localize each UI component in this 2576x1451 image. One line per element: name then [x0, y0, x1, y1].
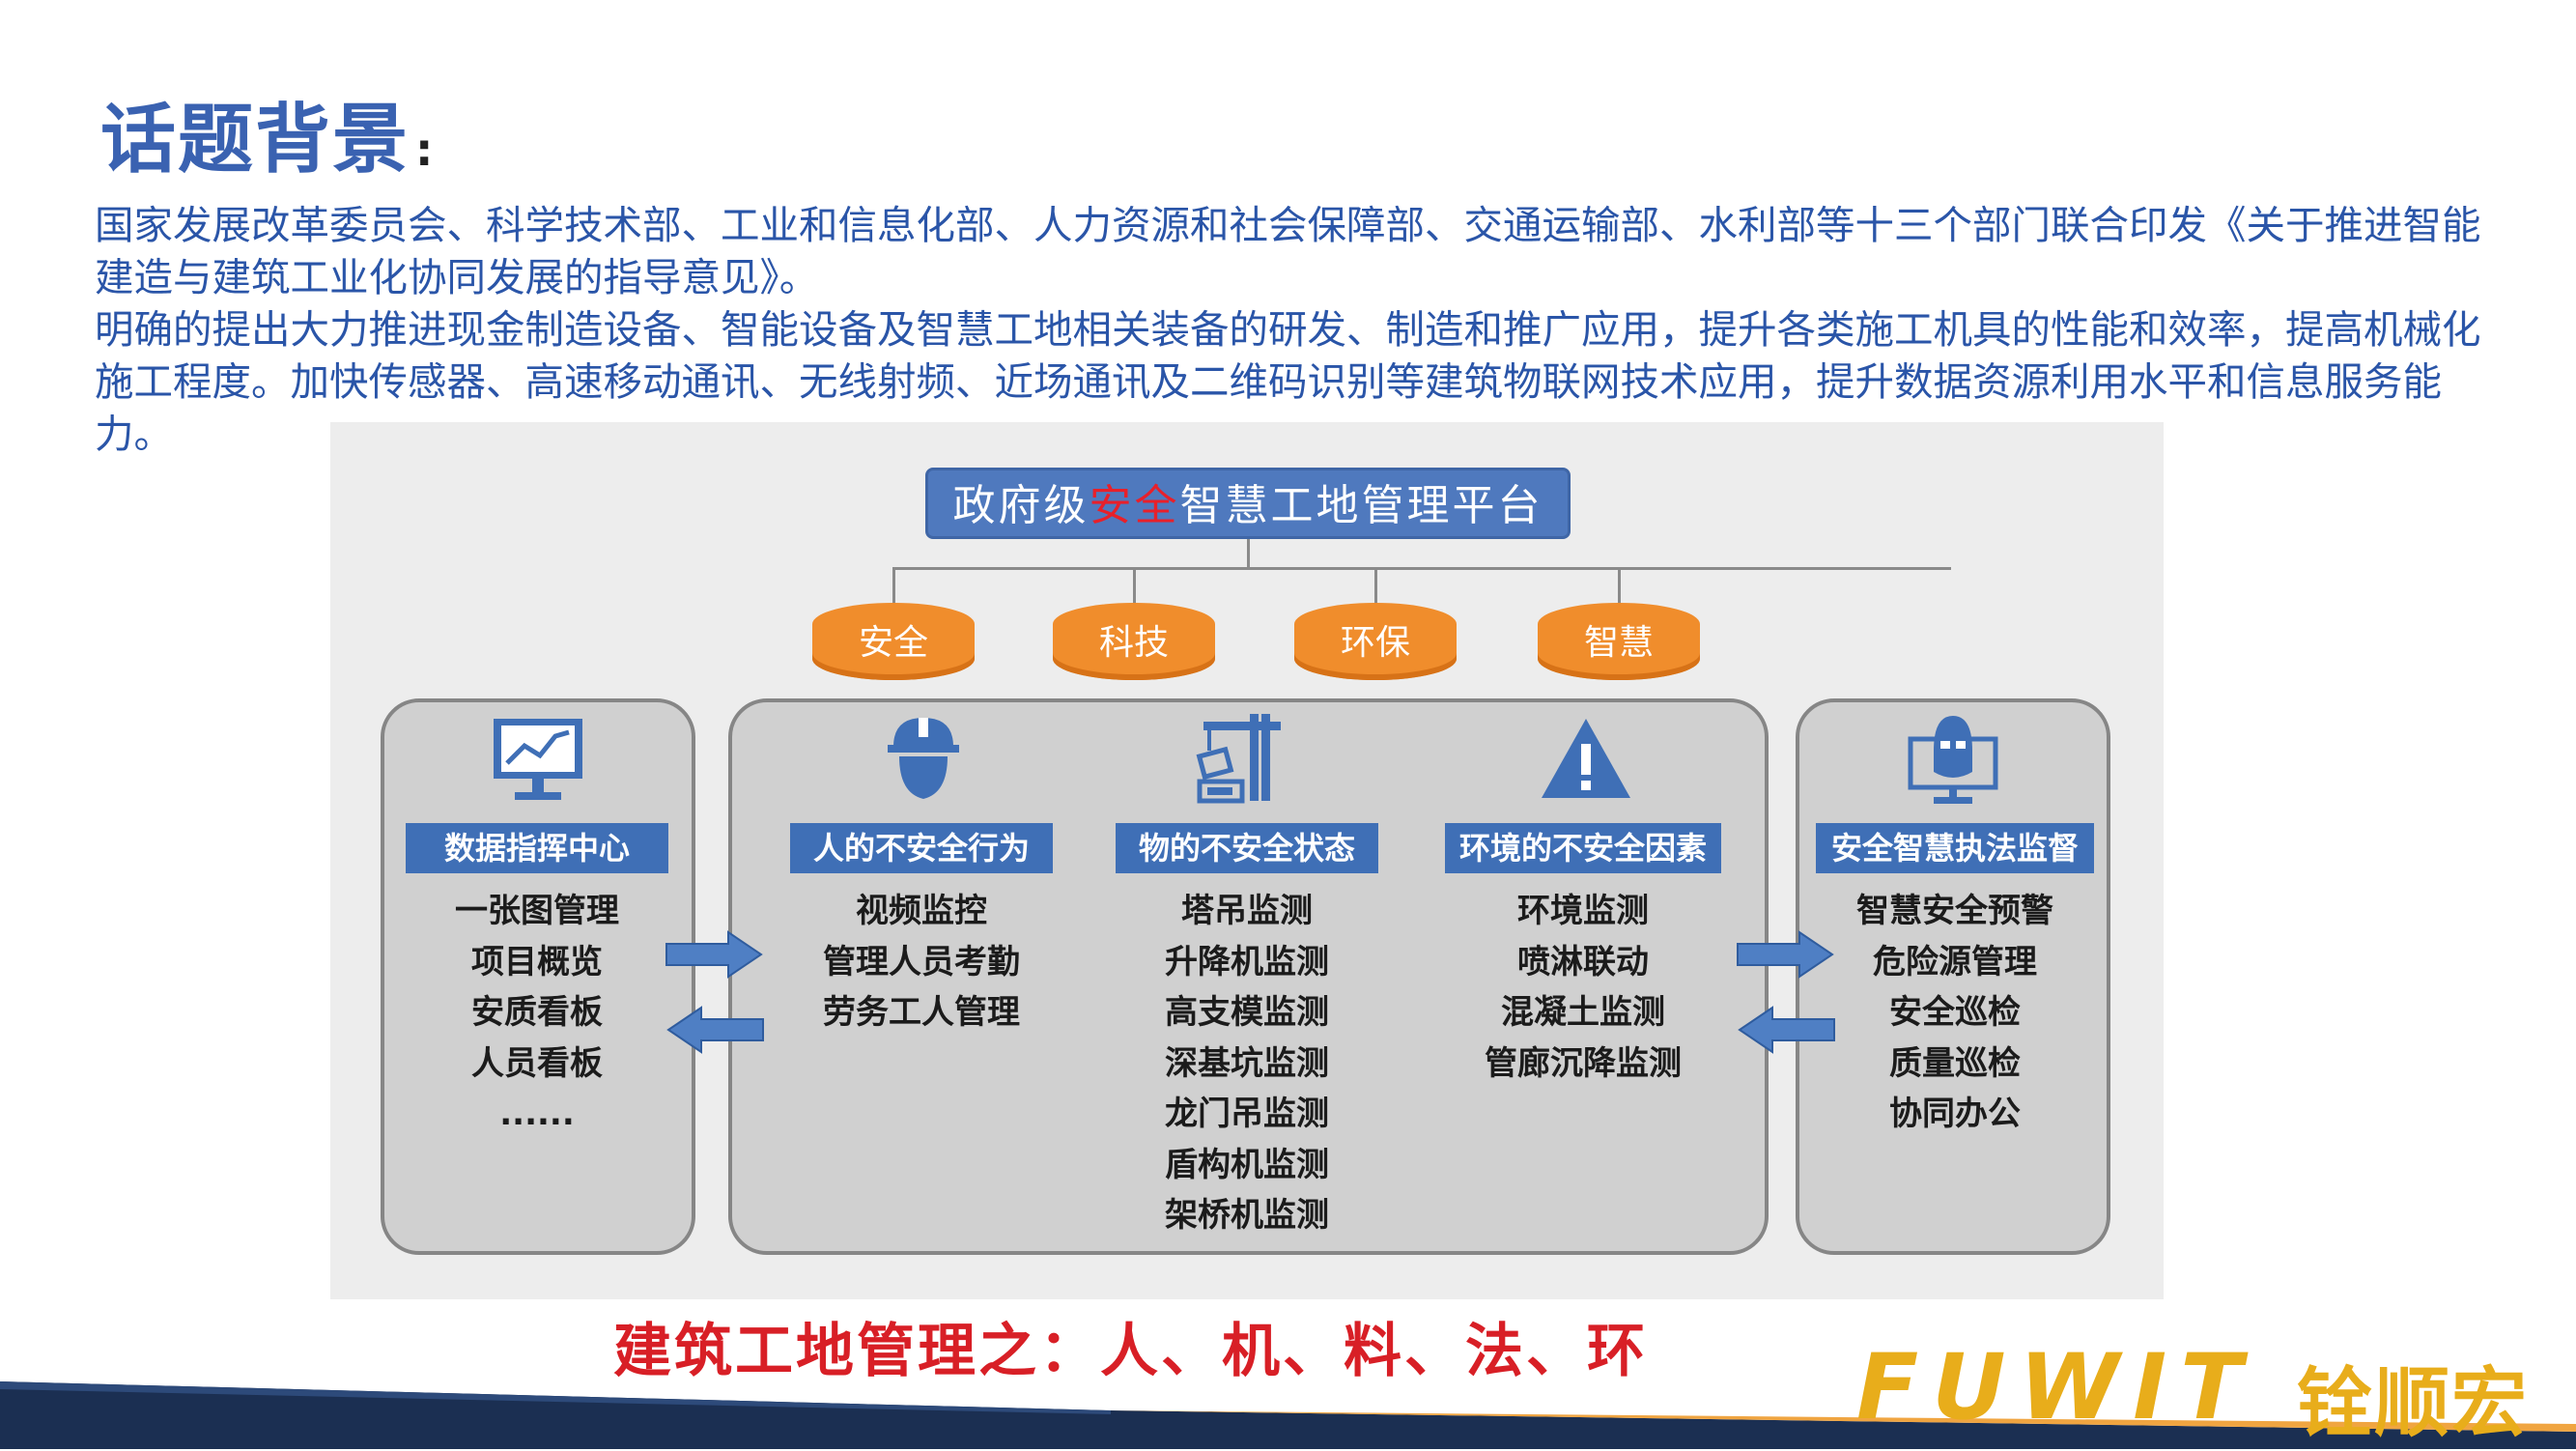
arrow-left-icon: [666, 1006, 764, 1054]
pillar-intelligence: 智慧: [1538, 603, 1700, 680]
arrow-right-icon: [1737, 930, 1834, 979]
list-item: 高支模监测: [1165, 993, 1329, 1032]
list-item: 劳务工人管理: [823, 993, 1020, 1032]
list-item: 龙门吊监测: [1165, 1095, 1329, 1133]
slogan-text: 建筑工地管理之：人、机、料、法、环: [613, 1318, 1648, 1385]
diagram-panel: 政府级安全智慧工地管理平台 安全 科技 环保 智慧: [330, 422, 2164, 1299]
intro-text: 国家发展改革委员会、科学技术部、工业和信息化部、人力资源和社会保障部、交通运输部…: [95, 199, 2509, 460]
tag-data-command-center: 数据指挥中心: [406, 823, 668, 873]
list-environment-unsafe-factors: 环境监测 喷淋联动 混凝土监测 管廊沉降监测: [1445, 886, 1721, 1089]
list-item: 升降机监测: [1165, 942, 1329, 982]
list-item: 视频监控: [856, 892, 987, 930]
pillar-environment: 环保: [1294, 603, 1457, 680]
list-item: 安质看板: [471, 993, 603, 1032]
connector-stem: [1247, 539, 1250, 568]
list-data-command-center: 一张图管理 项目概览 安质看板 人员看板 ......: [406, 886, 668, 1140]
list-item: 管理人员考勤: [823, 942, 1020, 982]
footer-band: [0, 1381, 2576, 1449]
pillar-safety: 安全: [812, 603, 975, 680]
connector-bar: [892, 567, 1951, 570]
arrow-left-icon: [1738, 1006, 1835, 1054]
list-item: 智慧安全预警: [1856, 892, 2053, 930]
tag-human-unsafe-behavior: 人的不安全行为: [790, 823, 1053, 873]
platform-title-suffix: 智慧工地管理平台: [1179, 481, 1543, 530]
list-item: 塔吊监测: [1181, 892, 1313, 930]
list-item: 管廊沉降监测: [1485, 1043, 1682, 1083]
list-item: 一张图管理: [455, 892, 619, 930]
list-item: ......: [499, 1095, 575, 1133]
list-item: 架桥机监测: [1165, 1196, 1329, 1235]
logo-fuwit-text: FUWIT: [1856, 1335, 2256, 1440]
arrow-right-icon: [665, 930, 763, 979]
list-item: 质量巡检: [1889, 1043, 2021, 1083]
list-item: 协同办公: [1889, 1095, 2021, 1133]
list-item: 环境监测: [1517, 892, 1649, 930]
pillar-technology: 科技: [1053, 603, 1215, 680]
connector-drop-3: [1374, 567, 1377, 606]
connector-drop-2: [1133, 567, 1136, 606]
connector-drop-1: [892, 567, 895, 606]
list-item: 危险源管理: [1873, 942, 2037, 982]
platform-title-highlight: 安全: [1089, 481, 1180, 530]
list-item: 混凝土监测: [1501, 993, 1665, 1032]
list-human-unsafe-behavior: 视频监控 管理人员考勤 劳务工人管理: [790, 886, 1053, 1038]
platform-title-box: 政府级安全智慧工地管理平台: [925, 468, 1571, 539]
list-item: 人员看板: [471, 1043, 603, 1083]
page-title-colon: :: [415, 124, 436, 176]
tag-object-unsafe-state: 物的不安全状态: [1116, 823, 1378, 873]
list-item: 喷淋联动: [1517, 942, 1649, 982]
hard-hat-worker-icon: [888, 718, 959, 799]
intro-paragraph-1: 国家发展改革委员会、科学技术部、工业和信息化部、人力资源和社会保障部、交通运输部…: [95, 202, 2481, 300]
list-item: 项目概览: [471, 942, 603, 982]
intro-paragraph-2: 明确的提出大力推进现金制造设备、智能设备及智慧工地相关装备的研发、制造和推广应用…: [95, 306, 2481, 457]
list-object-unsafe-state: 塔吊监测 升降机监测 高支模监测 深基坑监测 龙门吊监测 盾构机监测 架桥机监测: [1116, 886, 1378, 1241]
page-title-text: 话题背景: [100, 97, 410, 184]
list-item: 盾构机监测: [1165, 1145, 1329, 1184]
warning-triangle-icon: [1542, 719, 1630, 798]
list-item: 深基坑监测: [1165, 1043, 1329, 1083]
monitor-chart-icon: [494, 719, 582, 800]
tag-safety-law-enforcement: 安全智慧执法监督: [1816, 823, 2094, 873]
page-title: 话题背景:: [100, 79, 435, 187]
crane-machine-icon: [1196, 714, 1281, 804]
robot-monitor-icon: [1908, 716, 1998, 804]
platform-title-prefix: 政府级: [952, 481, 1090, 530]
list-item: 安全巡检: [1889, 993, 2021, 1032]
logo-chinese-text: 铨顺宏: [2297, 1360, 2530, 1447]
list-safety-law-enforcement: 智慧安全预警 危险源管理 安全巡检 质量巡检 协同办公: [1816, 886, 2094, 1140]
tag-environment-unsafe-factors: 环境的不安全因素: [1445, 823, 1721, 873]
connector-drop-4: [1618, 567, 1621, 606]
